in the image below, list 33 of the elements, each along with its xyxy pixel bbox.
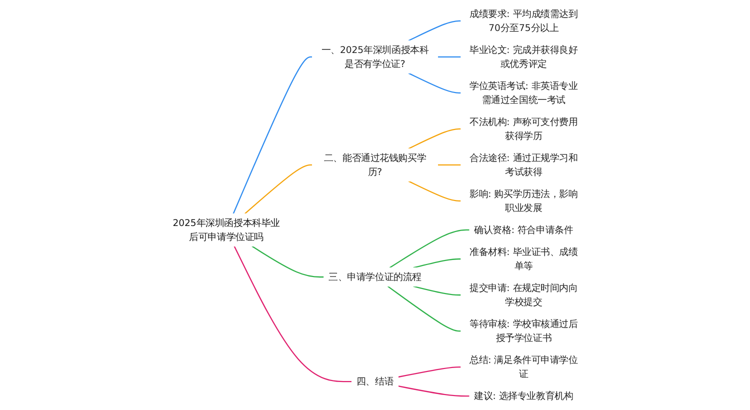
connector xyxy=(398,386,470,397)
node-text: 影响: 购买学历违法，影响职业发展 xyxy=(470,188,578,214)
node-text: 提交申请: 在规定时间内向学校提交 xyxy=(470,282,578,308)
node-text: 合法途径: 通过正规学习和考试获得 xyxy=(470,152,578,178)
connector xyxy=(234,246,352,382)
node-text: 学位英语考试: 非英语专业需通过全国统一考试 xyxy=(470,80,578,106)
node-text: 一、2025年深圳函授本科是否有学位证? xyxy=(321,44,429,70)
connector xyxy=(232,56,312,214)
node-text: 2025年深圳函授本科毕业后可申请学位证吗 xyxy=(172,217,280,242)
connector xyxy=(408,128,461,150)
connector xyxy=(389,229,470,268)
node-text: 不法机构: 声称可支付费用获得学历 xyxy=(470,116,578,142)
node-text: 成绩要求: 平均成绩需达到70分至75分以上 xyxy=(470,8,578,34)
connector xyxy=(252,246,324,278)
connector xyxy=(408,180,461,202)
node-text: 四、结语 xyxy=(356,376,394,387)
connector xyxy=(398,366,461,378)
node-text: 确认资格: 符合申请条件 xyxy=(474,224,574,236)
node-text: 毕业论文: 完成并获得良好或优秀评定 xyxy=(470,44,578,70)
connector xyxy=(408,20,461,42)
connector xyxy=(413,286,461,296)
connector xyxy=(387,286,461,332)
node-text: 建议: 选择专业教育机构 xyxy=(474,390,574,402)
node-text: 三、申请学位证的流程 xyxy=(328,271,422,282)
connector xyxy=(413,258,461,268)
node-text: 准备材料: 毕业证书、成绩单等 xyxy=(470,246,578,272)
node-text: 等待审核: 学校审核通过后授予学位证书 xyxy=(470,318,578,344)
node-text: 二、能否通过花钱购买学历? xyxy=(324,152,426,178)
connector xyxy=(438,56,461,58)
node-text: 总结: 满足条件可申请学位证 xyxy=(470,354,578,380)
connector xyxy=(244,164,312,214)
connector xyxy=(408,72,461,94)
connector xyxy=(438,164,461,166)
